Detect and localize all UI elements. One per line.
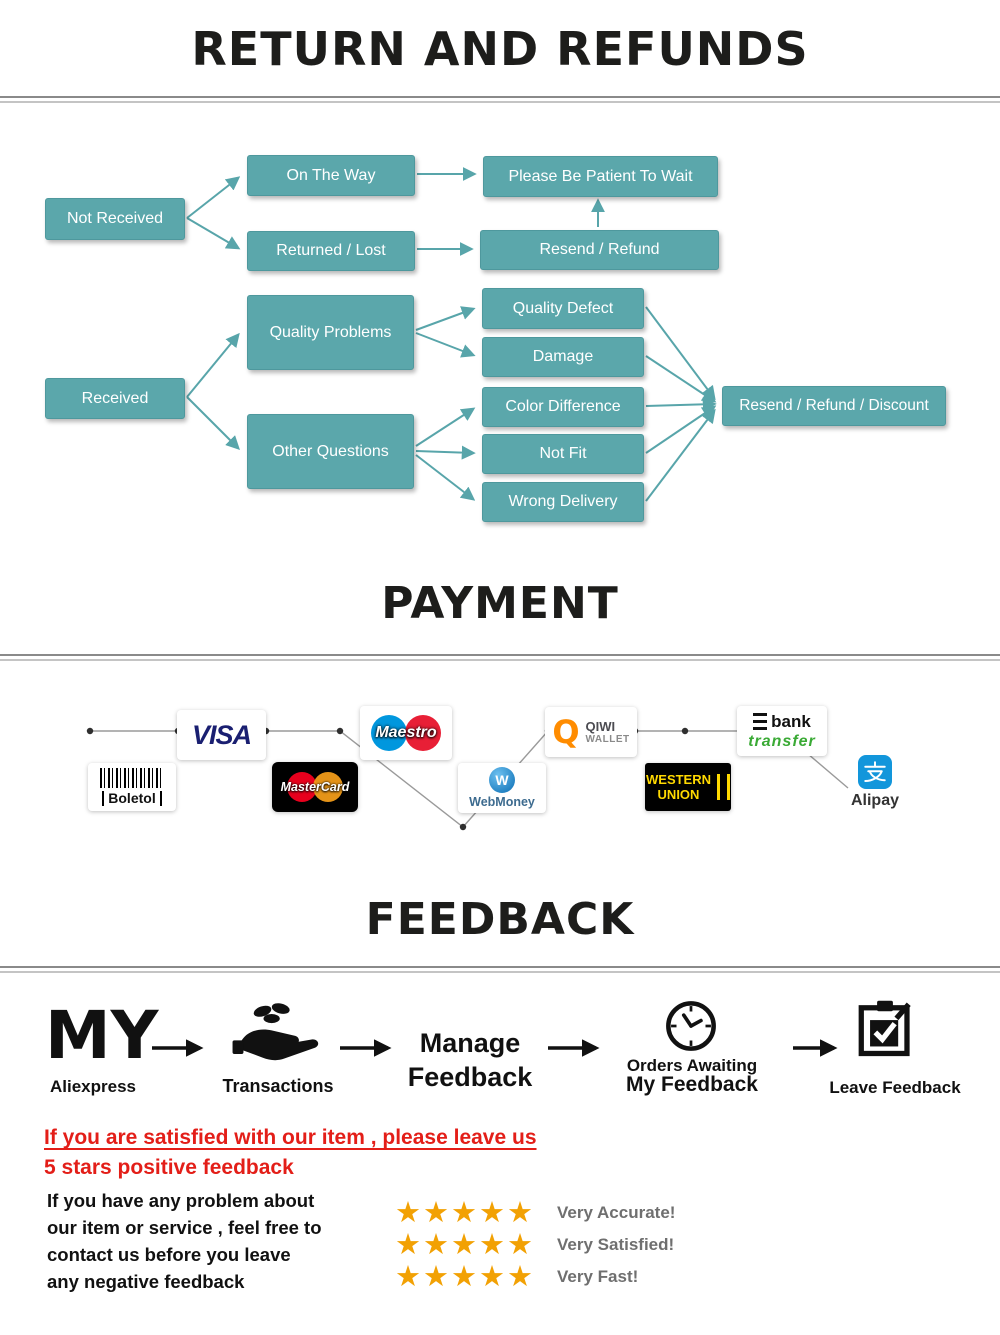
feedback-step-my-aliexpress: MY [45, 997, 159, 1074]
transactions-hand-icon [228, 1002, 328, 1071]
leave-feedback-clipboard-icon [856, 997, 914, 1064]
boleto-logo: Boletol [88, 763, 176, 811]
flow-node-color-difference: Color Difference [482, 387, 644, 427]
five-stars-icon: ★★★★★ [395, 1227, 535, 1261]
alipay-logo: Alipay [843, 755, 907, 810]
leave-feedback-label: Leave Feedback [829, 1078, 961, 1097]
boleto-barcode-icon [100, 767, 164, 788]
bank-transfer-logo: bank transfer [737, 706, 827, 756]
flow-node-resend-refund: Resend / Refund [480, 230, 719, 270]
section-divider [0, 654, 1000, 661]
transactions-label: Transactions [222, 1076, 334, 1096]
rating-label: Very Fast! [557, 1266, 639, 1286]
problem-notice-line1: If you have any problem about [47, 1190, 315, 1211]
western-union-bars-icon [717, 774, 730, 800]
western-wordmark: WESTERN [646, 772, 711, 787]
rating-row: ★★★★★ Very Satisfied! [395, 1230, 674, 1259]
transfer-wordmark: transfer [748, 732, 816, 750]
payment-section-title: PAYMENT [381, 578, 619, 629]
problem-notice-line2: our item or service , feel free to [47, 1217, 322, 1238]
flow-node-not-fit: Not Fit [482, 434, 644, 474]
flow-node-other-questions: Other Questions [247, 414, 414, 489]
qiwi-q-icon: Q [552, 713, 580, 751]
visa-logo: VISA [177, 710, 266, 760]
union-wordmark: UNION [657, 787, 700, 802]
problem-notice-line3: contact us before you leave [47, 1244, 291, 1265]
flow-node-damage: Damage [482, 337, 644, 377]
section-divider [0, 966, 1000, 973]
flow-node-wrong-delivery: Wrong Delivery [482, 482, 644, 522]
rating-label: Very Satisfied! [557, 1234, 675, 1254]
webmoney-globe-icon: W [489, 767, 515, 793]
flow-node-resend-refund-discount: Resend / Refund / Discount [722, 386, 946, 426]
section-divider [0, 96, 1000, 103]
flow-node-received: Received [45, 378, 185, 419]
bank-bars-icon [753, 713, 768, 730]
alipay-icon [858, 755, 892, 789]
problem-notice-line4: any negative feedback [47, 1271, 245, 1292]
qiwi-logo: Q QIWI WALLET [545, 707, 637, 757]
maestro-wordmark: Maestro [375, 724, 437, 741]
bank-wordmark: bank [771, 711, 811, 731]
rating-label: Very Accurate! [557, 1202, 676, 1222]
qiwi-wallet-wordmark: WALLET [585, 734, 630, 745]
flow-node-returned-lost: Returned / Lost [247, 231, 415, 271]
flow-node-on-the-way: On The Way [247, 155, 415, 196]
webmoney-wordmark: WebMoney [469, 795, 535, 809]
webmoney-initial: W [495, 772, 509, 788]
flow-node-not-received: Not Received [45, 198, 185, 240]
flow-node-quality-defect: Quality Defect [482, 288, 644, 329]
orders-awaiting-label: Orders Awaiting [626, 1056, 758, 1075]
mastercard-wordmark: MasterCard [280, 780, 350, 794]
visa-wordmark: VISA [191, 719, 252, 750]
my-feedback-label: My Feedback [626, 1073, 758, 1096]
clock-icon [662, 997, 720, 1060]
five-stars-icon: ★★★★★ [395, 1195, 535, 1229]
webmoney-logo: W WebMoney [458, 763, 546, 813]
manage-feedback-label: Manage Feedback [407, 1028, 533, 1092]
mastercard-logo: MasterCard [272, 762, 358, 812]
alipay-wordmark: Alipay [850, 792, 899, 809]
flow-node-quality-problems: Quality Problems [247, 295, 414, 370]
five-stars-icon: ★★★★★ [395, 1259, 535, 1293]
satisfied-notice-line1: If you are satisfied with our item , ple… [44, 1126, 537, 1149]
rating-row: ★★★★★ Very Accurate! [395, 1198, 675, 1227]
feedback-section-title: FEEDBACK [365, 894, 635, 945]
returns-section-title: RETURN AND REFUNDS [191, 22, 809, 76]
rating-row: ★★★★★ Very Fast! [395, 1262, 638, 1291]
flow-node-please-be-patient: Please Be Patient To Wait [483, 156, 718, 197]
western-union-logo: WESTERN UNION [645, 763, 731, 811]
qiwi-wordmark: QIWI [585, 719, 616, 734]
aliexpress-label: Aliexpress [50, 1077, 136, 1096]
boleto-wordmark: Boletol [102, 790, 162, 807]
satisfied-notice-line2: 5 stars positive feedback [44, 1156, 294, 1179]
maestro-logo: Maestro [360, 706, 452, 760]
